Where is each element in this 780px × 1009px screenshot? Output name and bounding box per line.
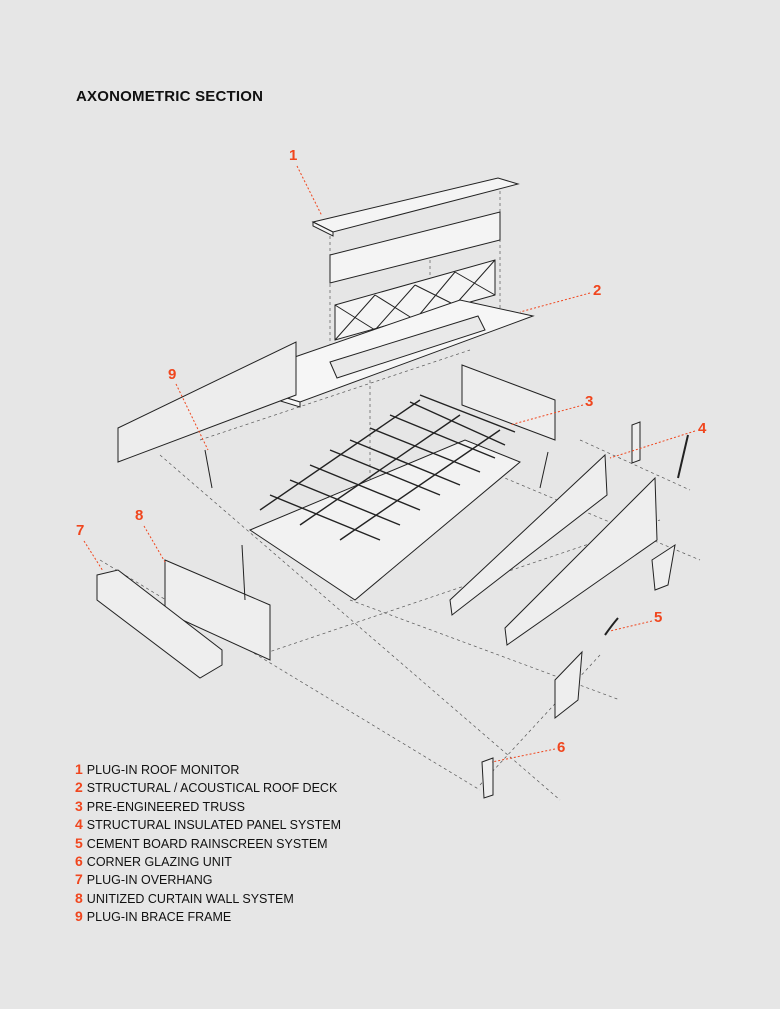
callout-7: 7: [76, 522, 85, 539]
legend-label: CEMENT BOARD RAINSCREEN SYSTEM: [86, 836, 328, 851]
callout-4: 4: [698, 420, 707, 437]
legend-number: 5: [75, 834, 83, 851]
callout-6: 6: [557, 739, 566, 756]
legend-label: PLUG-IN ROOF MONITOR: [86, 763, 240, 777]
legend-number: 1: [75, 761, 83, 777]
callout-1: 1: [289, 147, 298, 164]
guide-lines: [99, 185, 701, 801]
callout-2: 2: [593, 282, 602, 299]
legend-number: 9: [75, 908, 83, 925]
legend-label: UNITIZED CURTAIN WALL SYSTEM: [86, 891, 294, 906]
legend-number: 3: [75, 797, 83, 814]
callout-5: 5: [654, 609, 663, 626]
legend-number: 6: [75, 852, 83, 869]
legend-number: 7: [75, 871, 83, 888]
legend-label: PLUG-IN OVERHANG: [86, 873, 213, 888]
callout-9: 9: [168, 366, 177, 383]
truss-platform: [248, 394, 521, 601]
diagram-title: AXONOMETRIC SECTION: [76, 88, 264, 105]
side-walls: [96, 421, 689, 799]
legend-label: PLUG-IN BRACE FRAME: [86, 910, 232, 925]
legend-label: PRE-ENGINEERED TRUSS: [86, 799, 245, 814]
left-wall-panel: [117, 341, 556, 463]
leader-lines: [83, 165, 696, 763]
roof-monitor: [311, 177, 520, 341]
callout-3: 3: [585, 393, 594, 410]
legend-number: 4: [75, 816, 83, 833]
legend-label: CORNER GLAZING UNIT: [86, 854, 232, 869]
legend-label: STRUCTURAL INSULATED PANEL SYSTEM: [86, 818, 342, 833]
legend-number: 2: [75, 779, 83, 796]
legend-label: STRUCTURAL / ACOUSTICAL ROOF DECK: [86, 781, 338, 796]
callout-8: 8: [135, 507, 144, 524]
legend-number: 8: [75, 889, 83, 906]
